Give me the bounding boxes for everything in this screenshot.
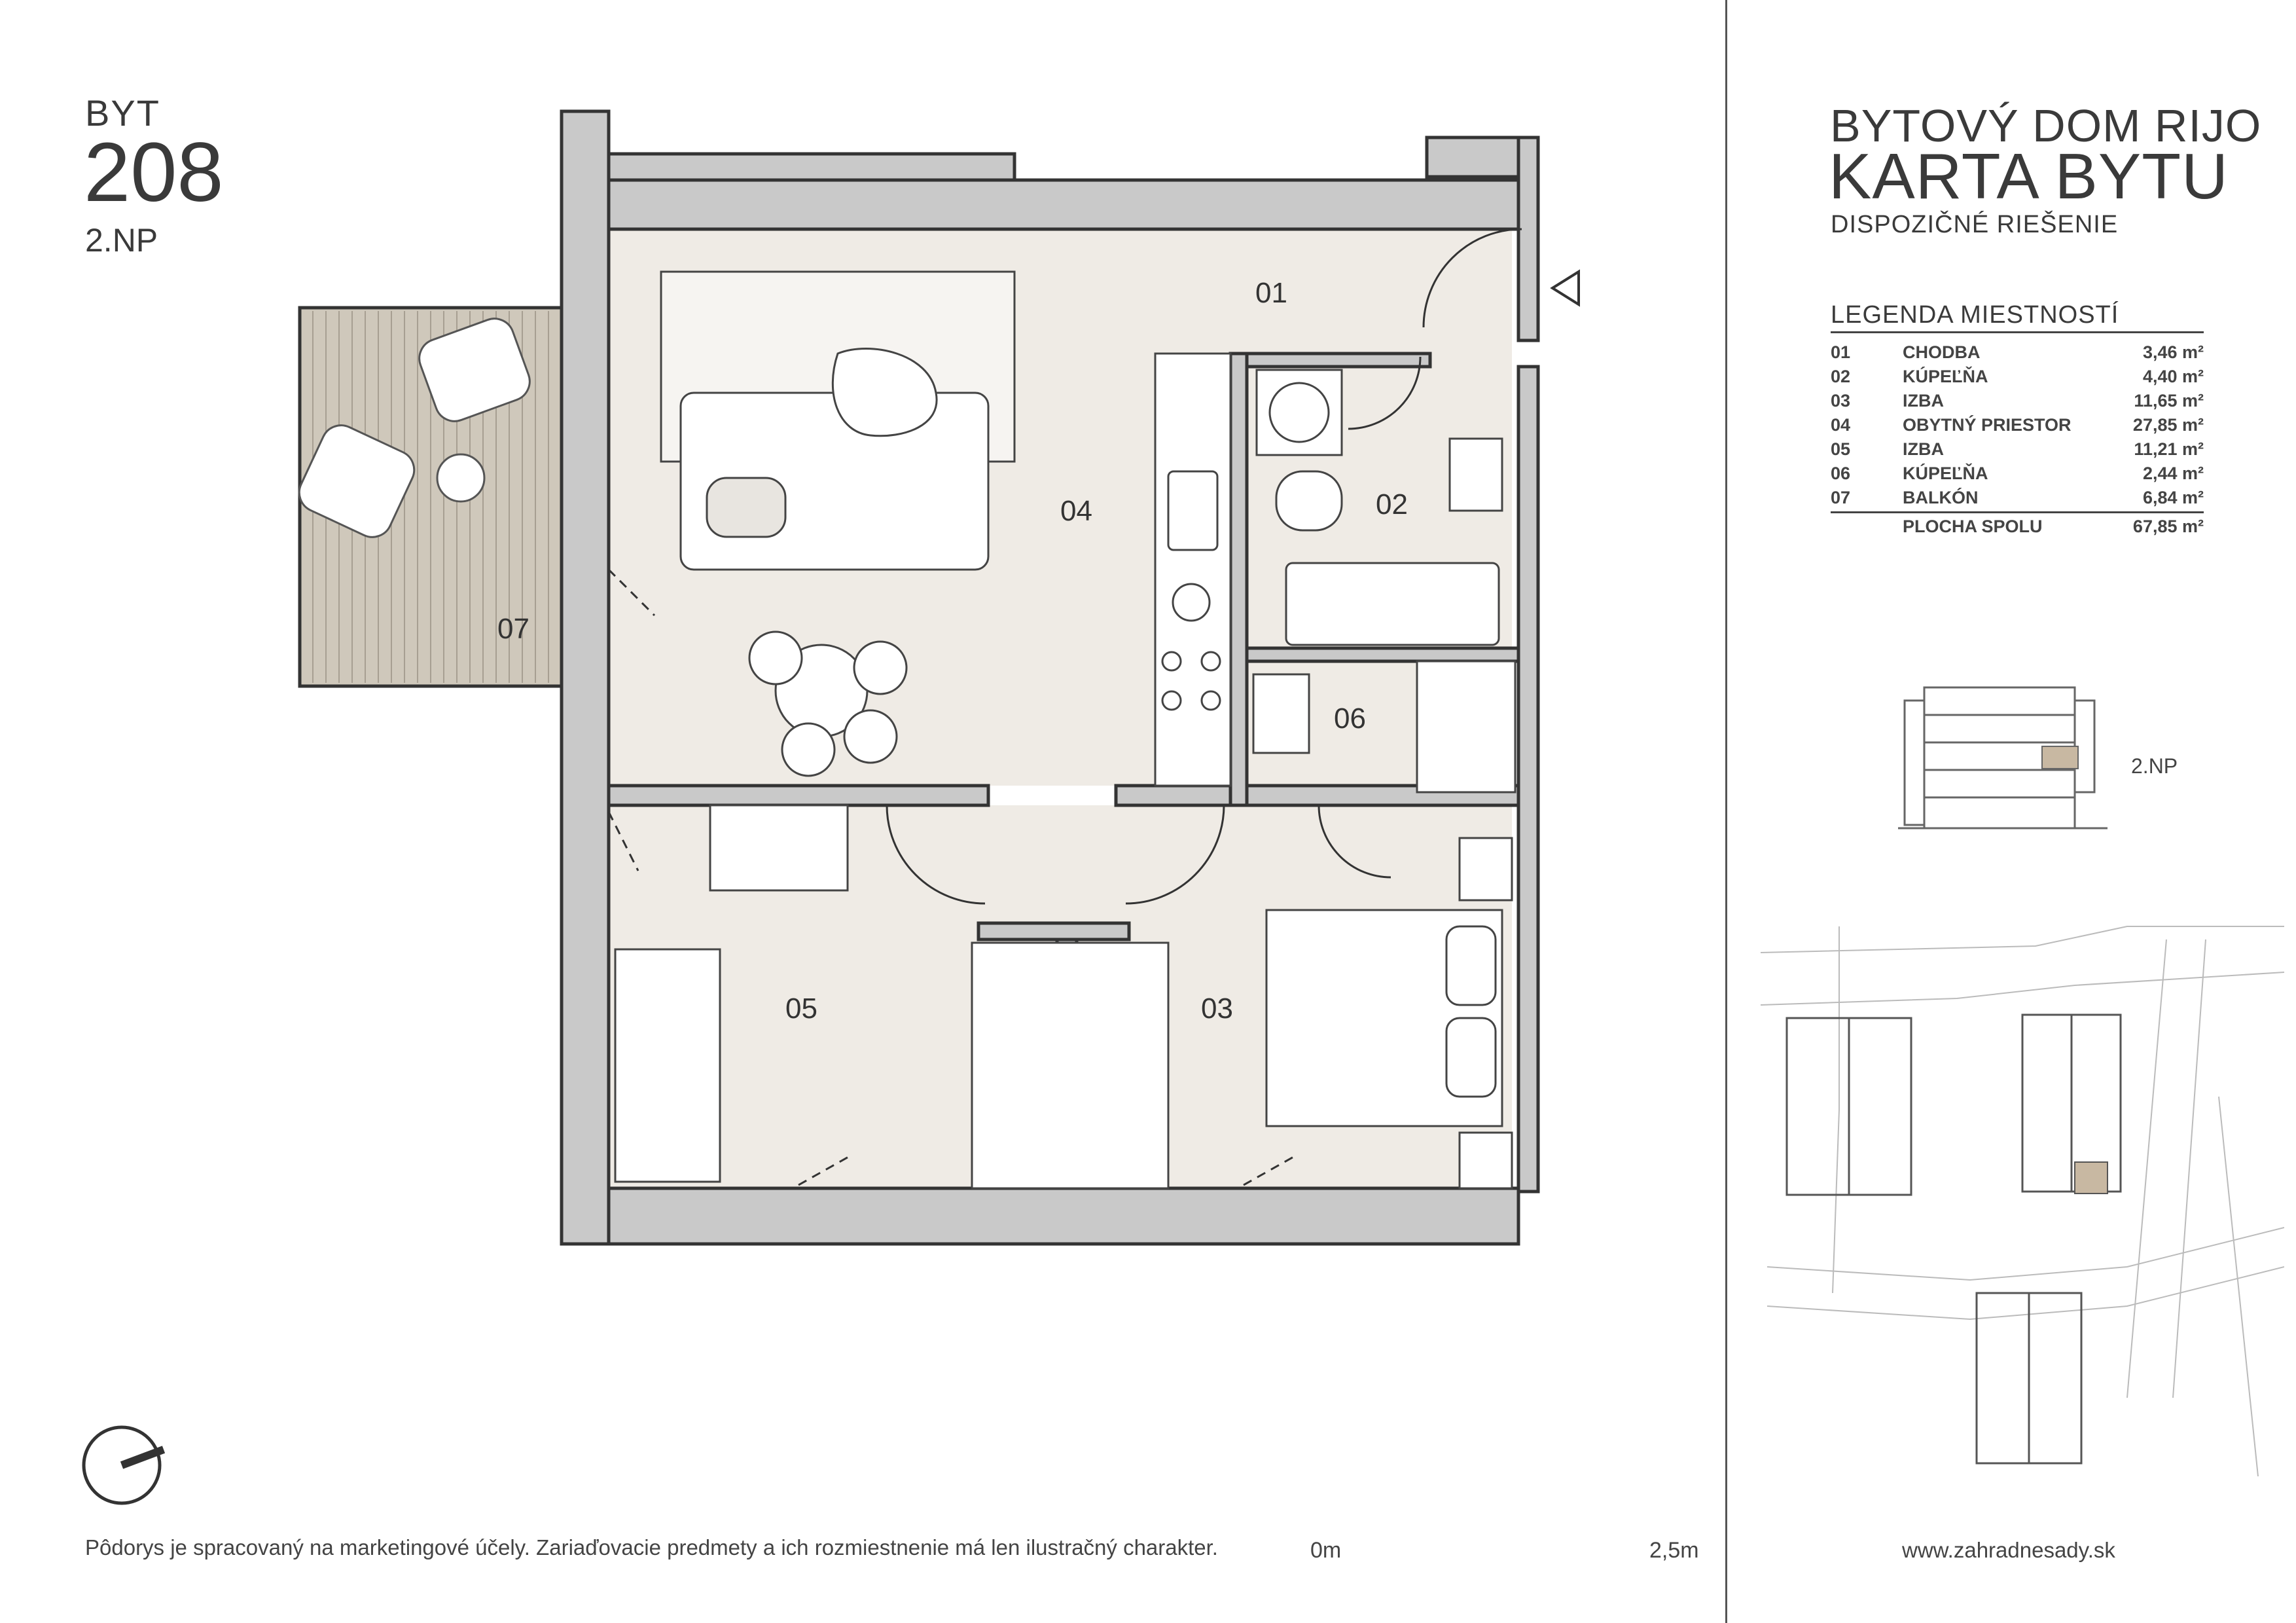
page-divider: [1725, 0, 1727, 1623]
card-subtitle: DISPOZIČNÉ RIEŠENIE: [1831, 211, 2119, 238]
legend-name: BALKÓN: [1903, 488, 1979, 507]
legend-row: 07 BALKÓN 6,84 m²: [1831, 488, 2204, 511]
room-05-label: 05: [785, 993, 817, 1025]
legend-row: 01 CHODBA 3,46 m²: [1831, 342, 2204, 366]
legend-name: CHODBA: [1903, 342, 1981, 362]
legend-row: 05 IZBA 11,21 m²: [1831, 439, 2204, 463]
project-title: BYTOVÝ DOM RIJO: [1830, 100, 2262, 151]
legend-area: 27,85 m²: [2132, 415, 2204, 435]
legend-num: 01: [1831, 342, 1851, 362]
room-06-label: 06: [1334, 702, 1366, 735]
legend-num: 06: [1831, 464, 1851, 483]
unit-floor: 2.NP: [85, 222, 158, 259]
legend-heading: LEGENDA MIESTNOSTÍ: [1831, 301, 2119, 329]
legend-area: 2,44 m²: [2142, 464, 2204, 483]
legend-row: 02 KÚPEĽŇA 4,40 m²: [1831, 367, 2204, 390]
legend-num: 07: [1831, 488, 1851, 507]
site-plan: [1761, 926, 2284, 1476]
legend-total-area: 67,85 m²: [2132, 517, 2204, 536]
room-01-label: 01: [1255, 277, 1287, 309]
bathroom-fixtures: [1252, 369, 1516, 793]
balcony: [298, 306, 564, 688]
legend-num: 02: [1831, 367, 1851, 386]
legend-name: IZBA: [1903, 439, 1944, 459]
legend-num: 04: [1831, 415, 1851, 435]
bedroom-furniture: [614, 804, 1513, 1190]
legend-area: 3,46 m²: [2142, 342, 2204, 362]
unit-highlight: [2041, 746, 2079, 769]
legend-area: 11,65 m²: [2134, 391, 2204, 410]
kitchen-counter: [1154, 352, 1232, 787]
unit-label: BYT: [85, 92, 160, 134]
unit-number: 208: [84, 126, 224, 219]
site-unit-highlight: [2074, 1161, 2108, 1194]
legend-name: IZBA: [1903, 391, 1944, 410]
legend-name: OBYTNÝ PRIESTOR: [1903, 415, 2072, 435]
website-link[interactable]: www.zahradnesady.sk: [1902, 1538, 2115, 1562]
legend-num: 03: [1831, 391, 1851, 410]
living-furniture: [660, 270, 1016, 777]
room-04-label: 04: [1060, 495, 1092, 527]
legend-area: 6,84 m²: [2142, 488, 2204, 507]
scale-end-label: 2,5m: [1649, 1538, 1699, 1563]
legend-name: KÚPEĽŇA: [1903, 367, 1988, 386]
legend-area: 11,21 m²: [2134, 439, 2204, 459]
legend-row: 04 OBYTNÝ PRIESTOR 27,85 m²: [1831, 415, 2204, 439]
legend-total-label: PLOCHA SPOLU: [1903, 517, 2043, 536]
entrance-arrow-icon: [1550, 269, 1580, 307]
legend-row: 03 IZBA 11,65 m²: [1831, 391, 2204, 414]
legend-divider: [1831, 331, 2204, 333]
legend-row: 06 KÚPEĽŇA 2,44 m²: [1831, 464, 2204, 487]
room-02-label: 02: [1376, 488, 1408, 520]
room-07-label: 07: [497, 613, 529, 645]
legend-name: KÚPEĽŇA: [1903, 464, 1988, 483]
floor-plan: 01 02 03 04 05 06 07: [82, 109, 1580, 1505]
legend-divider: [1831, 511, 2204, 513]
room-03-label: 03: [1201, 993, 1233, 1025]
legend-area: 4,40 m²: [2142, 367, 2204, 386]
doors: [607, 228, 1522, 1186]
disclaimer-text: Pôdorys je spracovaný na marketingové úč…: [85, 1535, 1218, 1559]
card-title: KARTA BYTU: [1829, 140, 2229, 212]
section-floor-label: 2.NP: [2131, 754, 2178, 778]
scale-start-label: 0m: [1310, 1538, 1342, 1563]
north-arrow-icon: [82, 1425, 166, 1505]
building-section: [1898, 686, 2108, 830]
legend-num: 05: [1831, 439, 1851, 459]
